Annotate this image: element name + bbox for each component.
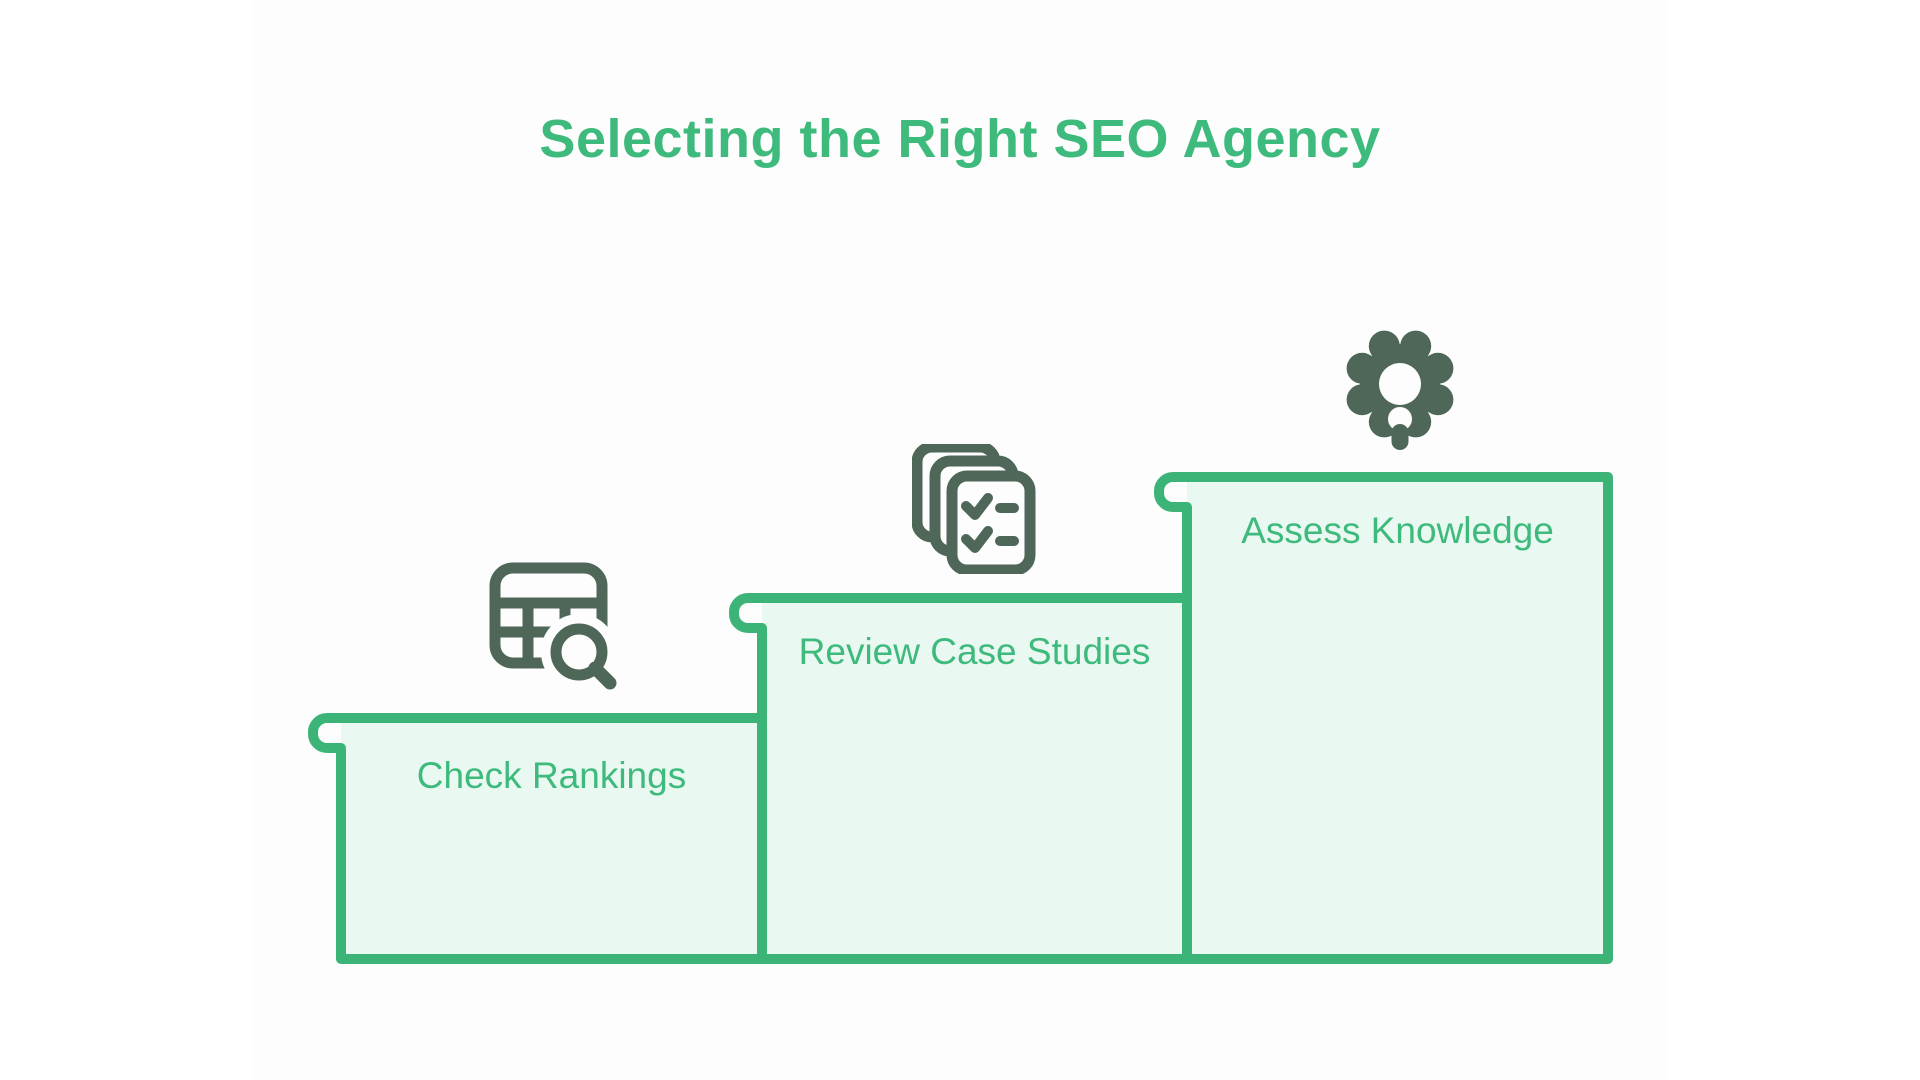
step-box-1-fill — [341, 718, 762, 959]
step-box-3-border — [1154, 472, 1613, 964]
step-label-assess-knowledge: Assess Knowledge — [1241, 510, 1554, 551]
documents-checklist-icon — [912, 444, 1036, 574]
step-label-review-case-studies: Review Case Studies — [798, 631, 1151, 672]
checklist-marks — [961, 493, 1019, 553]
table-search-icon — [489, 562, 619, 692]
gear-icon — [1346, 330, 1454, 450]
step-label-check-rankings: Check Rankings — [416, 755, 687, 796]
step-box-2-fill — [762, 598, 1187, 959]
page-title: Selecting the Right SEO Agency — [539, 109, 1381, 169]
step-box-1-border — [308, 713, 767, 964]
step-box-2-border — [729, 593, 1192, 964]
magnifier-glyph — [550, 623, 617, 690]
step-box-3-fill — [1187, 477, 1608, 959]
gear-glyph — [1346, 330, 1454, 450]
